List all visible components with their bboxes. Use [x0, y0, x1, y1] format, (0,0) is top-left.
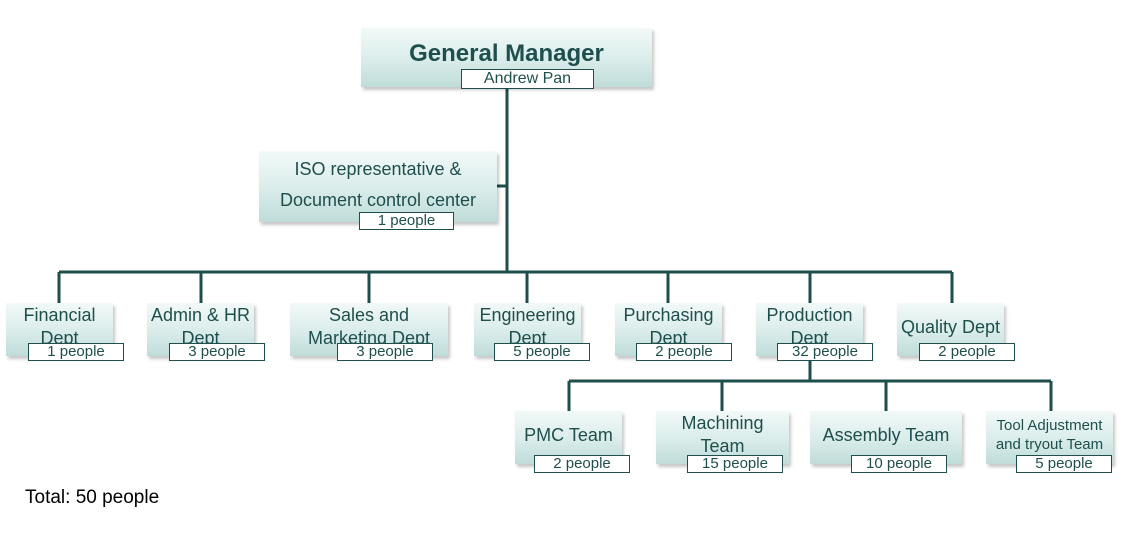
- team-pmc-count: 2 people: [534, 455, 630, 473]
- dept-label-line1: Quality Dept: [900, 317, 1001, 337]
- dept-label-line2: Marketing Dept: [307, 328, 431, 348]
- dept-label-line1: Financial: [23, 305, 96, 325]
- dept-label-line1: Sales and: [328, 305, 410, 325]
- dept-engineering-count: 5 people: [494, 343, 590, 361]
- dept-label-line1: Purchasing: [623, 305, 714, 325]
- dept-label-line2: Dept: [649, 328, 688, 348]
- team-label-line1: Assembly Team: [822, 425, 950, 445]
- dept-label-line2: Dept: [790, 328, 829, 348]
- team-label-line1: Machining: [681, 413, 764, 433]
- iso-box: ISO representative & Document control ce…: [259, 151, 497, 230]
- team-label-line1: Tool Adjustment: [996, 417, 1103, 434]
- general-manager-box: General Manager Andrew Pan: [361, 28, 652, 89]
- total-headcount: Total: 50 people: [25, 487, 160, 508]
- dept-production-count: 32 people: [777, 343, 873, 361]
- dept-label-line2: Dept: [181, 328, 220, 348]
- iso-title-line2: Document control center: [279, 190, 477, 210]
- dept-label-line1: Engineering: [479, 305, 576, 325]
- dept-purchasing-count: 2 people: [636, 343, 732, 361]
- dept-admin-hr-count: 3 people: [169, 343, 265, 361]
- iso-title-line1: ISO representative &: [294, 159, 462, 179]
- team-tool-adjustment-count: 5 people: [1016, 455, 1112, 473]
- general-manager-name: Andrew Pan: [461, 69, 594, 89]
- team-label-line2: and tryout Team: [995, 436, 1104, 453]
- dept-quality-count: 2 people: [919, 343, 1015, 361]
- team-label-line2: Team: [700, 436, 745, 456]
- dept-label-line1: Production: [766, 305, 853, 325]
- dept-sales-marketing-count: 3 people: [337, 343, 433, 361]
- dept-label-line2: Dept: [508, 328, 547, 348]
- team-label-line1: PMC Team: [524, 425, 613, 445]
- team-machining-count: 15 people: [687, 455, 783, 473]
- dept-label-line2: Dept: [40, 328, 79, 348]
- general-manager-title: General Manager: [409, 40, 604, 67]
- dept-financial-count: 1 people: [28, 343, 124, 361]
- dept-label-line1: Admin & HR: [150, 305, 251, 325]
- team-assembly-count: 10 people: [851, 455, 947, 473]
- iso-count: 1 people: [359, 212, 454, 230]
